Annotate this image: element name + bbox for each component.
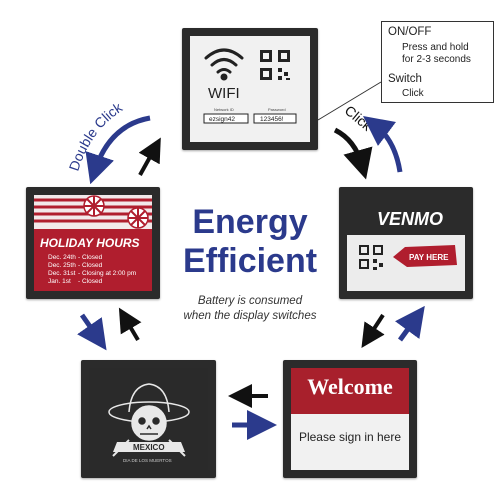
venmo-content: VENMO PAY HERE <box>347 195 465 270</box>
title-line-1: Energy <box>192 203 308 241</box>
device-venmo[interactable]: VENMO PAY HERE <box>339 187 473 299</box>
device-wifi[interactable]: WIFI Network ID Password ezsign42 123456… <box>182 28 318 150</box>
device-welcome[interactable]: Welcome Please sign in here <box>283 360 417 478</box>
note-line-2: when the display switches <box>183 310 317 322</box>
left-black-arrow <box>118 307 142 342</box>
mexico-content: MEXICO DIA DE LOS MUERTOS <box>108 383 190 463</box>
double-click-arrow <box>85 115 151 185</box>
holiday-title: HOLIDAY HOURS <box>40 236 140 250</box>
mexico-sub-text: DIA DE LOS MUERTOS <box>123 458 172 463</box>
network-label: Network ID <box>214 107 234 112</box>
onoff-title: ON/OFF <box>388 26 432 38</box>
battery-note: Battery is consumed when the display swi… <box>150 294 350 324</box>
left-blue-arrow <box>77 313 107 351</box>
wifi-icon <box>204 48 244 81</box>
title-line-2: Efficient <box>182 242 318 280</box>
network-value: ezsign42 <box>209 116 235 123</box>
holiday-content: HOLIDAY HOURS Dec. 24th - Closed Dec. 25… <box>34 195 152 285</box>
click-label: Click <box>342 102 376 134</box>
peppermint-candy-icon <box>83 195 105 217</box>
holiday-status-4: - Closed <box>78 278 103 285</box>
password-value: 123456! <box>260 116 284 123</box>
onoff-line-2: for 2-3 seconds <box>402 54 471 65</box>
switch-title: Switch <box>388 73 422 85</box>
venmo-brand: VENMO <box>377 209 443 229</box>
welcome-screen: Welcome Please sign in here <box>291 368 409 470</box>
mexico-banner-text: MEXICO <box>133 443 165 452</box>
holiday-date-2: Dec. 25th <box>48 262 76 269</box>
energy-efficient-title: Energy Efficient <box>150 203 350 281</box>
holiday-date-1: Dec. 24th <box>48 254 76 261</box>
qr-code-icon <box>260 50 290 80</box>
note-line-1: Battery is consumed <box>197 295 303 307</box>
device-holiday[interactable]: HOLIDAY HOURS Dec. 24th - Closed Dec. 25… <box>26 187 160 299</box>
wifi-title: WIFI <box>208 85 240 102</box>
holiday-date-4: Jan. 1st <box>48 278 71 285</box>
click-arrow <box>333 127 373 180</box>
holiday-status-1: - Closed <box>78 254 103 261</box>
skull-sombrero-icon <box>108 383 190 457</box>
device-mexico[interactable]: MEXICO DIA DE LOS MUERTOS <box>81 360 216 478</box>
right-blue-arrow <box>395 305 425 342</box>
onoff-line-1: Press and hold <box>402 42 469 53</box>
right-black-arrow <box>361 313 385 349</box>
mexico-banner <box>113 442 185 452</box>
welcome-message: Please sign in here <box>298 430 402 444</box>
to-venmo-blue-arrow <box>363 115 403 173</box>
holiday-status-3: - Closing at 2:00 pm <box>78 270 136 277</box>
pay-here-arrow-tag <box>393 245 457 267</box>
to-top-arrow <box>138 137 161 176</box>
password-label: Password <box>268 107 286 112</box>
welcome-header <box>291 368 409 414</box>
wifi-screen: WIFI Network ID Password ezsign42 123456… <box>190 36 310 142</box>
wifi-content: WIFI Network ID Password ezsign42 123456… <box>203 48 297 124</box>
welcome-title: Welcome <box>307 374 393 399</box>
peppermint-candy-icon-2 <box>127 207 149 229</box>
holiday-date-3: Dec. 31st <box>48 270 76 277</box>
button-instructions-callout: ON/OFF Press and hold for 2-3 seconds Sw… <box>381 21 494 103</box>
switch-line-1: Click <box>402 88 424 99</box>
holiday-screen: HOLIDAY HOURS Dec. 24th - Closed Dec. 25… <box>34 195 152 291</box>
callout-pointer <box>317 81 382 121</box>
mexico-screen: MEXICO DIA DE LOS MUERTOS <box>89 368 208 470</box>
pay-here-text: PAY HERE <box>409 253 449 262</box>
venmo-screen: VENMO PAY HERE <box>347 195 465 291</box>
venmo-qr-icon <box>359 245 383 270</box>
holiday-status-2: - Closed <box>78 262 103 269</box>
